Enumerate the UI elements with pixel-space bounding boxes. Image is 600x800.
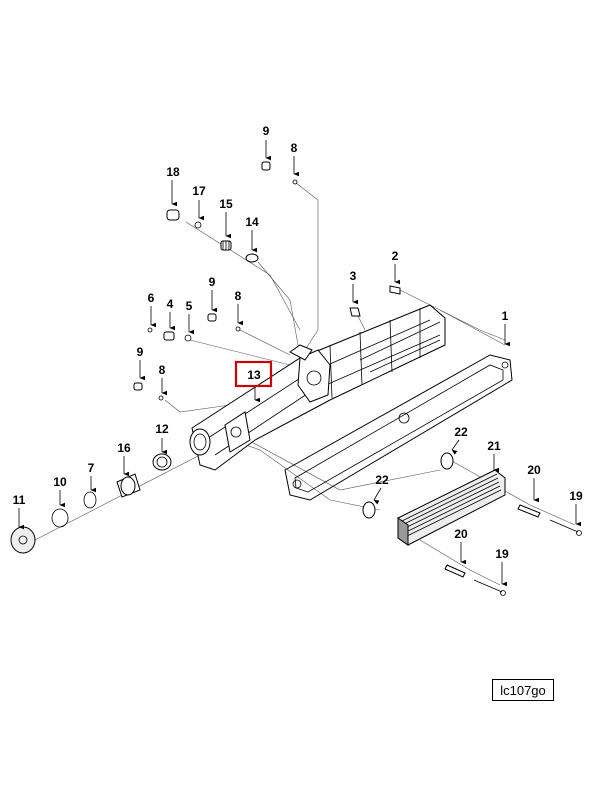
callout-14[interactable]: 14	[245, 215, 259, 229]
callout-8b[interactable]: 8	[235, 289, 242, 303]
callout-20a[interactable]: 20	[527, 463, 541, 477]
reference-code-label: lc107go	[492, 679, 554, 701]
callout-19b[interactable]: 19	[495, 547, 509, 561]
callout-arrows	[18, 140, 582, 587]
callout-12[interactable]: 12	[155, 422, 169, 436]
callout-7[interactable]: 7	[88, 461, 95, 475]
callout-1[interactable]: 1	[502, 309, 509, 323]
callout-15[interactable]: 15	[219, 197, 233, 211]
guide-lines	[34, 182, 576, 586]
callout-18[interactable]: 18	[166, 165, 180, 179]
housing-gasket	[284, 354, 513, 501]
small-parts	[10, 161, 582, 596]
callout-8c[interactable]: 8	[159, 363, 166, 377]
callout-21[interactable]: 21	[487, 439, 501, 453]
cooler-core	[397, 469, 506, 546]
callout-19a[interactable]: 19	[569, 489, 583, 503]
callout-20b[interactable]: 20	[454, 527, 468, 541]
callout-3[interactable]: 3	[350, 269, 357, 283]
callout-13[interactable]: 13	[247, 368, 261, 382]
callout-10[interactable]: 10	[53, 475, 67, 489]
callout-16[interactable]: 16	[117, 441, 131, 455]
callout-9b[interactable]: 9	[209, 275, 216, 289]
callout-22a[interactable]: 22	[454, 425, 468, 439]
callout-9c[interactable]: 9	[137, 345, 144, 359]
callout-2[interactable]: 2	[392, 249, 399, 263]
callout-9a[interactable]: 9	[263, 124, 270, 138]
oil-cooler-housing	[189, 304, 446, 471]
callout-17[interactable]: 17	[192, 184, 206, 198]
callout-22b[interactable]: 22	[375, 473, 389, 487]
callout-labels: 9 8 18 17 15 14 3 2 6 4 5 9 8 1 9 8 13 1…	[13, 124, 583, 561]
callout-4[interactable]: 4	[167, 297, 174, 311]
callout-5[interactable]: 5	[186, 299, 193, 313]
highlight-box	[234, 360, 273, 388]
callout-6[interactable]: 6	[148, 291, 155, 305]
callout-11[interactable]: 11	[13, 493, 26, 507]
callout-8a[interactable]: 8	[291, 141, 298, 155]
